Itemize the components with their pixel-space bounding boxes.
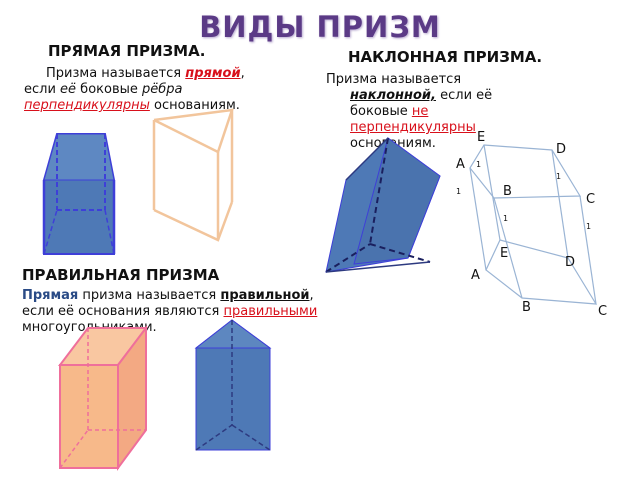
- pentagon-bottom-face: [485, 239, 598, 305]
- term-straight-blue: Прямая: [22, 288, 79, 303]
- oblique-line-2: наклонной, если её: [350, 88, 556, 104]
- vertex-label-sub: 1: [503, 214, 509, 223]
- triangular-hidden-edge: [195, 424, 233, 451]
- vertex-label-b: B: [522, 300, 531, 315]
- oblique-edge: [325, 261, 431, 273]
- page-title: ВИДЫ ПРИЗМ: [199, 10, 441, 44]
- vertex-label-d: D: [565, 255, 576, 270]
- oblique-line-3: боковые не: [350, 104, 556, 120]
- pentagon-edge: [551, 149, 569, 259]
- text-fragment: если её основания являются: [22, 304, 224, 319]
- vertex-label-e: E: [500, 246, 509, 261]
- regular-line-2: если её основания являются правильными: [22, 304, 402, 320]
- regular-prism-text: Прямая призма называется правильной, есл…: [22, 288, 402, 336]
- straight-blue-prism: [42, 133, 116, 255]
- term-oblique: наклонной,: [350, 88, 436, 103]
- pentagon-edge: [493, 197, 523, 299]
- text-fragment: её: [60, 82, 77, 97]
- oblique-line-4: перпендикулярны: [350, 120, 476, 135]
- straight-line-1: Призма называется прямой,: [46, 66, 306, 82]
- straight-line-2: если её боковые рёбра: [24, 82, 306, 98]
- vertex-label-c: C: [598, 304, 608, 319]
- text-fragment: боковые: [350, 104, 412, 119]
- pentagon-edge: [469, 167, 487, 271]
- vertex-label-e1: E: [477, 130, 486, 145]
- pentagonal-wireframe-prism: [469, 144, 598, 305]
- text-fragment: боковые: [76, 82, 143, 97]
- vertex-label-a: A: [471, 268, 480, 283]
- oblique-hidden-edge: [325, 243, 371, 273]
- vertex-label-c1: C: [586, 192, 596, 207]
- text-fragment: ,: [240, 66, 245, 81]
- straight-line-3: перпендикулярны основаниям.: [24, 98, 306, 114]
- pentagon-top-face: [469, 144, 582, 199]
- oblique-line-1: Призма называется: [326, 72, 462, 87]
- oblique-hidden-edge: [369, 137, 389, 245]
- text-fragment: ,: [309, 288, 314, 303]
- regular-box-prism: [57, 325, 149, 472]
- orange-bottom-face: [153, 201, 234, 242]
- vertex-label-sub: 1: [586, 222, 592, 231]
- term-perpendicular: перпендикулярны: [24, 98, 150, 113]
- box-front-face: [59, 364, 119, 469]
- text-fragment: Призма называется: [46, 66, 186, 81]
- pentagon-edge: [483, 144, 501, 241]
- text-fragment: основаниям.: [149, 98, 240, 113]
- regular-triangular-prism: [194, 319, 272, 451]
- vertex-label-b1: B: [503, 184, 512, 199]
- oblique-prism-side: [353, 137, 441, 265]
- orange-wireframe-prism: [152, 108, 234, 242]
- box-hidden-edge: [59, 429, 89, 469]
- vertex-label-d1: D: [556, 142, 567, 157]
- text-fragment: если её: [435, 88, 493, 103]
- vertex-label-a1: A: [456, 157, 465, 172]
- text-fragment: призма называется: [78, 288, 221, 303]
- term-regular-plural: правильными: [223, 304, 318, 319]
- orange-top-face: [153, 108, 234, 154]
- regular-prism-heading: ПРАВИЛЬНАЯ ПРИЗМА: [22, 266, 220, 284]
- vertex-label-sub: 1: [556, 172, 562, 181]
- triangular-prism-top: [194, 319, 272, 349]
- oblique-prism-heading: НАКЛОННАЯ ПРИЗМА.: [348, 48, 543, 66]
- pentagon-edge: [579, 195, 597, 305]
- text-fragment: рёбра: [142, 82, 183, 97]
- oblique-blue-prism: [325, 137, 441, 273]
- term-not: не: [411, 104, 429, 119]
- vertex-label-sub: 1: [476, 160, 482, 169]
- oblique-hidden-edge: [369, 243, 431, 263]
- straight-prism-heading: ПРЯМАЯ ПРИЗМА.: [48, 42, 206, 60]
- regular-line-1: Прямая призма называется правильной,: [22, 288, 402, 304]
- term-regular: правильной: [220, 288, 310, 303]
- straight-prism-text: Призма называется прямой, если её боковы…: [24, 66, 306, 114]
- vertex-label-sub: 1: [456, 187, 462, 196]
- oblique-edge: [345, 137, 389, 181]
- term-straight: прямой: [185, 66, 241, 81]
- text-fragment: если: [24, 82, 61, 97]
